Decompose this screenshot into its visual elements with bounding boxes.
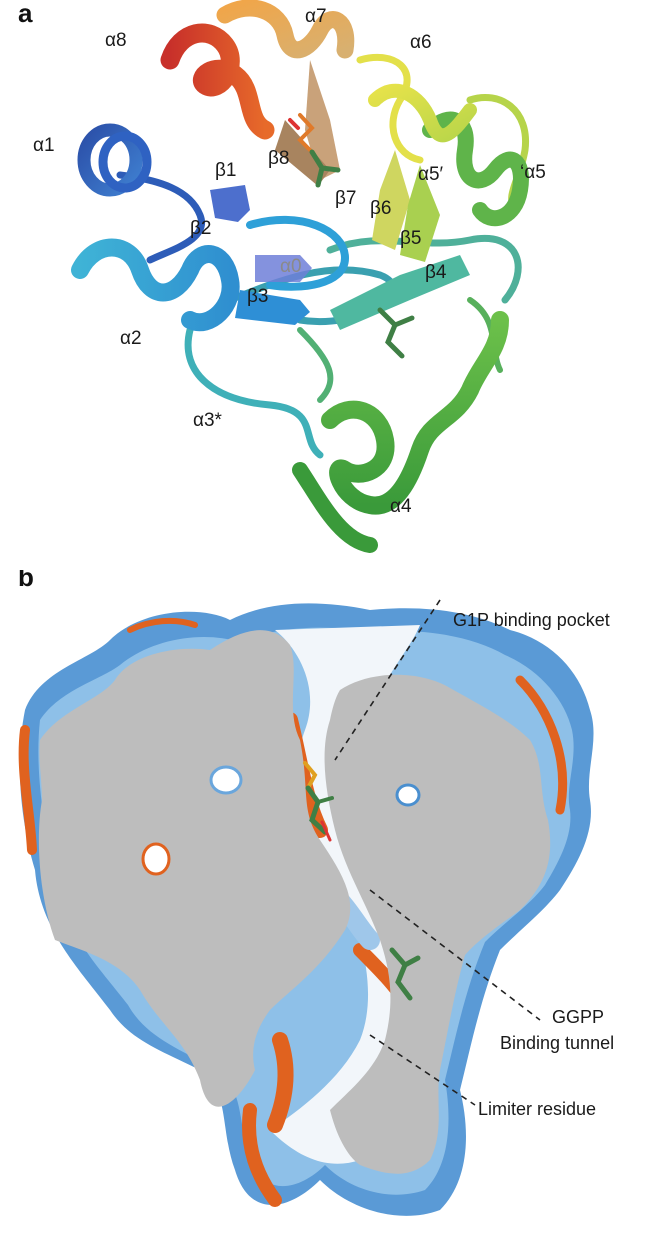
label-beta6: β6 (370, 198, 392, 219)
helix-a7 (216, 0, 355, 59)
label-alpha2: α2 (120, 328, 142, 349)
label-alpha8: α8 (105, 30, 127, 51)
ribbon-diagram-svg: a (18, 0, 546, 553)
label-alpha5-quote: ‘α5 (520, 162, 546, 183)
label-beta8: β8 (268, 148, 290, 169)
panel-letter-b: b (18, 570, 34, 592)
label-beta4: β4 (425, 262, 447, 283)
annotation-binding-tunnel: Binding tunnel (500, 1033, 614, 1053)
helix-a4 (292, 311, 509, 553)
label-beta5: β5 (400, 228, 422, 249)
helix-a8 (160, 23, 275, 140)
helix-a2 (71, 238, 240, 332)
panel-b-surface-section: b (0, 570, 645, 1241)
panel-a-ribbon-diagram: a (0, 0, 645, 570)
label-alpha7: α7 (305, 6, 327, 27)
ligand-g1p (288, 113, 341, 188)
helix-a6 (368, 83, 477, 143)
beta-strands (210, 60, 470, 330)
panel-letter-a: a (18, 0, 33, 28)
cavities (141, 765, 421, 876)
label-beta7: β7 (335, 188, 357, 209)
label-alpha5-prime: α5′ (418, 164, 444, 185)
label-alpha4: α4 (390, 496, 412, 517)
ligand-g1p-surface (303, 761, 334, 842)
annotation-ggpp: GGPP (552, 1007, 604, 1027)
leader-g1p (334, 599, 441, 761)
annotation-leaders (334, 599, 541, 1106)
annotation-g1p-binding-pocket: G1P binding pocket (453, 610, 610, 630)
label-beta2: β2 (190, 218, 212, 239)
label-beta1: β1 (215, 160, 237, 181)
annotation-limiter-residue: Limiter residue (478, 1099, 596, 1119)
ligand-ggpp (377, 307, 415, 359)
ligand-limiter-surface (389, 947, 421, 1001)
cut-surface (38, 630, 551, 1174)
surface-section-svg: b (18, 570, 614, 1216)
label-alpha0: α0 (280, 256, 302, 277)
label-beta3: β3 (247, 286, 269, 307)
label-alpha6: α6 (410, 32, 432, 53)
label-alpha3-star: α3* (193, 410, 223, 431)
label-alpha1: α1 (33, 135, 55, 156)
helix-a1 (77, 123, 152, 197)
leader-ggpp (369, 889, 541, 1021)
